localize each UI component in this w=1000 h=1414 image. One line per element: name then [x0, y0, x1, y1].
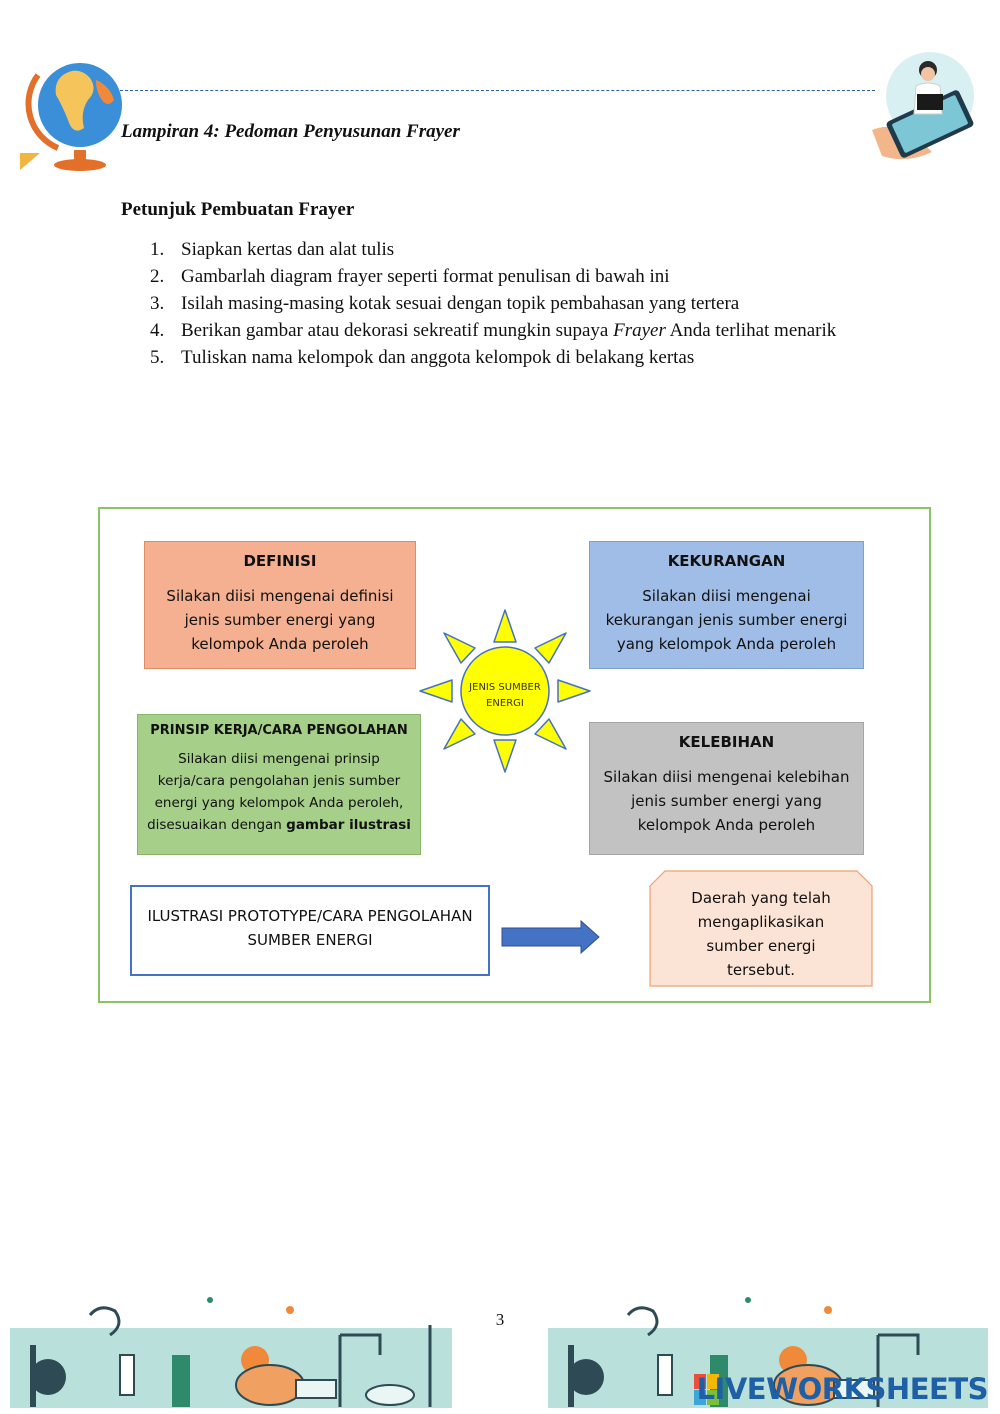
step-text: Isilah masing-masing kotak sesuai dengan… [181, 293, 740, 314]
prinsip-title: PRINSIP KERJA/CARA PENGOLAHAN [150, 723, 408, 738]
daerah-box: Daerah yang telah mengaplikasikan sumber… [649, 870, 873, 987]
step-text: Anda terlihat menarik [665, 320, 837, 341]
definisi-text: jenis sumber energi yang [184, 611, 376, 629]
prinsip-text: energi yang kelompok Anda peroleh, [154, 795, 404, 811]
daerah-text: Daerah yang telah [691, 889, 831, 907]
frayer-diagram-frame [98, 507, 931, 1003]
kekurangan-text: yang kelompok Anda peroleh [616, 635, 837, 653]
liveworksheets-brand: LIVEWORKSHEETS [696, 1372, 989, 1406]
ilustrasi-text: ILUSTRASI PROTOTYPE/CARA PENGOLAHAN [147, 907, 473, 925]
laboratory-footer-illustration [10, 1297, 988, 1408]
step-text: Gambarlah diagram frayer seperti format … [181, 266, 670, 287]
prinsip-text-plain: disesuaikan dengan [147, 817, 287, 833]
daerah-text: sumber energi [706, 937, 816, 955]
step-number: 3. [150, 293, 165, 314]
step-number: 5. [150, 347, 165, 368]
instruction-step: 2. Gambarlah diagram frayer seperti forma… [150, 263, 836, 290]
prinsip-text-bold: gambar ilustrasi [286, 817, 411, 833]
center-topic-label: JENIS SUMBER ENERGI [460, 680, 550, 712]
definisi-box: DEFINISI Silakan diisi mengenai definisi… [144, 541, 416, 669]
daerah-text: mengaplikasikan [697, 913, 825, 931]
kelebihan-title: KELEBIHAN [678, 733, 775, 751]
step-text: Berikan gambar atau dekorasi sekreatif m… [181, 320, 614, 341]
prinsip-text: kerja/cara pengolahan jenis sumber [157, 773, 401, 789]
kelebihan-text: kelompok Anda peroleh [637, 816, 816, 834]
definisi-title: DEFINISI [243, 552, 317, 570]
ilustrasi-box: ILUSTRASI PROTOTYPE/CARA PENGOLAHAN SUMB… [130, 885, 490, 976]
kelebihan-text: Silakan diisi mengenai kelebihan [603, 768, 850, 786]
page-number: 3 [495, 1310, 505, 1329]
center-topic-text: ENERGI [486, 698, 524, 709]
instruction-step: 3. Isilah masing-masing kotak sesuai deng… [150, 290, 836, 317]
step-number: 4. [150, 320, 165, 341]
liveworksheets-logo-icon [694, 1374, 719, 1405]
daerah-box-shape [649, 870, 873, 987]
header-title: Lampiran 4: Pedoman Penyusunan Frayer [121, 121, 460, 142]
definisi-text: Silakan diisi mengenai definisi [166, 587, 394, 605]
globe-illustration [20, 63, 122, 171]
kekurangan-title: KEKURANGAN [667, 552, 786, 570]
kelebihan-text: jenis sumber energi yang [631, 792, 822, 810]
instructions-list: 1. Siapkan kertas dan alat tulis 2. Gambar… [150, 236, 836, 371]
prinsip-text: disesuaikan dengan gambar ilustrasi [138, 814, 420, 836]
kelebihan-box: KELEBIHAN Silakan diisi mengenai kelebih… [589, 722, 864, 855]
ilustrasi-text: SUMBER ENERGI [247, 931, 373, 949]
instructions-heading: Petunjuk Pembuatan Frayer [121, 199, 355, 220]
step-text: Tuliskan nama kelompok dan anggota kelom… [181, 347, 695, 368]
step-text-italic: Frayer [613, 320, 666, 341]
prinsip-text: Silakan diisi mengenai prinsip [178, 751, 380, 767]
sun-shape [419, 609, 591, 773]
prinsip-box: PRINSIP KERJA/CARA PENGOLAHAN Silakan di… [137, 714, 421, 855]
kekurangan-text: kekurangan jenis sumber energi [605, 611, 848, 629]
step-number: 2. [150, 266, 165, 287]
kekurangan-box: KEKURANGAN Silakan diisi mengenai kekura… [589, 541, 864, 669]
center-topic-text: JENIS SUMBER [469, 682, 541, 693]
instruction-step: 1. Siapkan kertas dan alat tulis [150, 236, 836, 263]
definisi-text: kelompok Anda peroleh [191, 635, 369, 653]
right-arrow-icon [501, 920, 600, 954]
teacher-with-phone-illustration [872, 52, 974, 160]
instruction-step: 5. Tuliskan nama kelompok dan anggota kel… [150, 344, 836, 371]
daerah-text: tersebut. [727, 961, 795, 979]
instruction-step: 4. Berikan gambar atau dekorasi sekreatif… [150, 317, 836, 344]
kekurangan-text: Silakan diisi mengenai [642, 587, 811, 605]
header-divider [120, 90, 875, 91]
step-text: Siapkan kertas dan alat tulis [181, 239, 395, 260]
step-number: 1. [150, 239, 165, 260]
